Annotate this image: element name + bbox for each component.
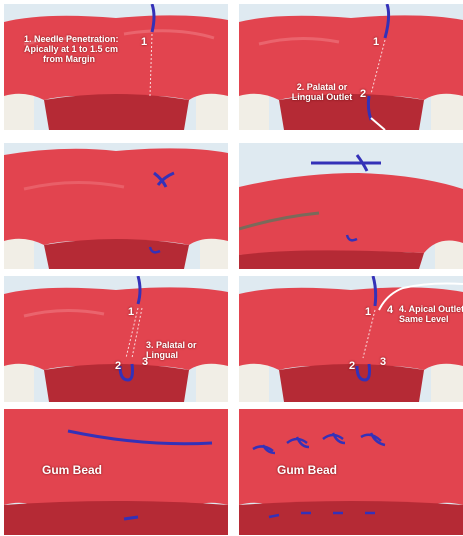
label-line: Lingual Outlet <box>287 92 357 102</box>
panel-palatal-outlet: 1 2. Palatal or Lingual Outlet 2 <box>239 4 463 130</box>
point-2-label: 2 <box>349 360 355 372</box>
palatal-lingual-label: 3. Palatal or Lingual <box>146 340 206 360</box>
point-1-label: 1 <box>128 306 134 318</box>
label-line: 3. Palatal or <box>146 340 206 350</box>
label-line: Lingual <box>146 350 206 360</box>
gum-illustration <box>4 276 228 402</box>
point-2-label: 2 <box>360 88 366 100</box>
panel-gum-bead-single: Gum Bead <box>4 409 228 535</box>
gum-illustration <box>4 143 228 269</box>
gum-illustration <box>239 4 463 130</box>
label-line: from Margin <box>24 54 114 64</box>
panel-apical-outlet: 1 4 4. Apical Outlet Same Level 2 3 <box>239 276 463 402</box>
gum-bead-label: Gum Bead <box>42 463 102 477</box>
apical-outlet-label: 4. Apical Outlet Same Level <box>399 304 463 324</box>
panel-gum-bead-multiple: Gum Bead <box>239 409 463 535</box>
label-line: 1. Needle Penetration: <box>24 34 114 44</box>
point-1-label: 1 <box>141 36 147 48</box>
gum-bead-label: Gum Bead <box>277 463 337 477</box>
gum-illustration <box>4 4 228 130</box>
label-line: Same Level <box>399 314 463 324</box>
point-2-label: 2 <box>115 360 121 372</box>
label-line: Apically at 1 to 1.5 cm <box>24 44 114 54</box>
point-3-label: 3 <box>380 356 386 368</box>
gum-illustration <box>239 143 463 269</box>
panel-needle-penetration: 1. Needle Penetration: Apically at 1 to … <box>4 4 228 130</box>
point-1-label: 1 <box>373 36 379 48</box>
needle-penetration-label: 1. Needle Penetration: Apically at 1 to … <box>24 34 114 64</box>
panel-palatal-lingual: 1 3. Palatal or Lingual 2 3 <box>4 276 228 402</box>
palatal-outlet-label: 2. Palatal or Lingual Outlet <box>287 82 357 102</box>
gum-illustration <box>239 276 463 402</box>
gum-illustration <box>4 409 228 535</box>
panel-side-view <box>239 143 463 269</box>
point-1-label: 1 <box>365 306 371 318</box>
gum-illustration <box>239 409 463 535</box>
label-line: 2. Palatal or <box>287 82 357 92</box>
point-3-label: 3 <box>142 356 148 368</box>
label-line: 4. Apical Outlet <box>399 304 463 314</box>
panel-knot-tied <box>4 143 228 269</box>
point-4-label: 4 <box>387 304 393 316</box>
